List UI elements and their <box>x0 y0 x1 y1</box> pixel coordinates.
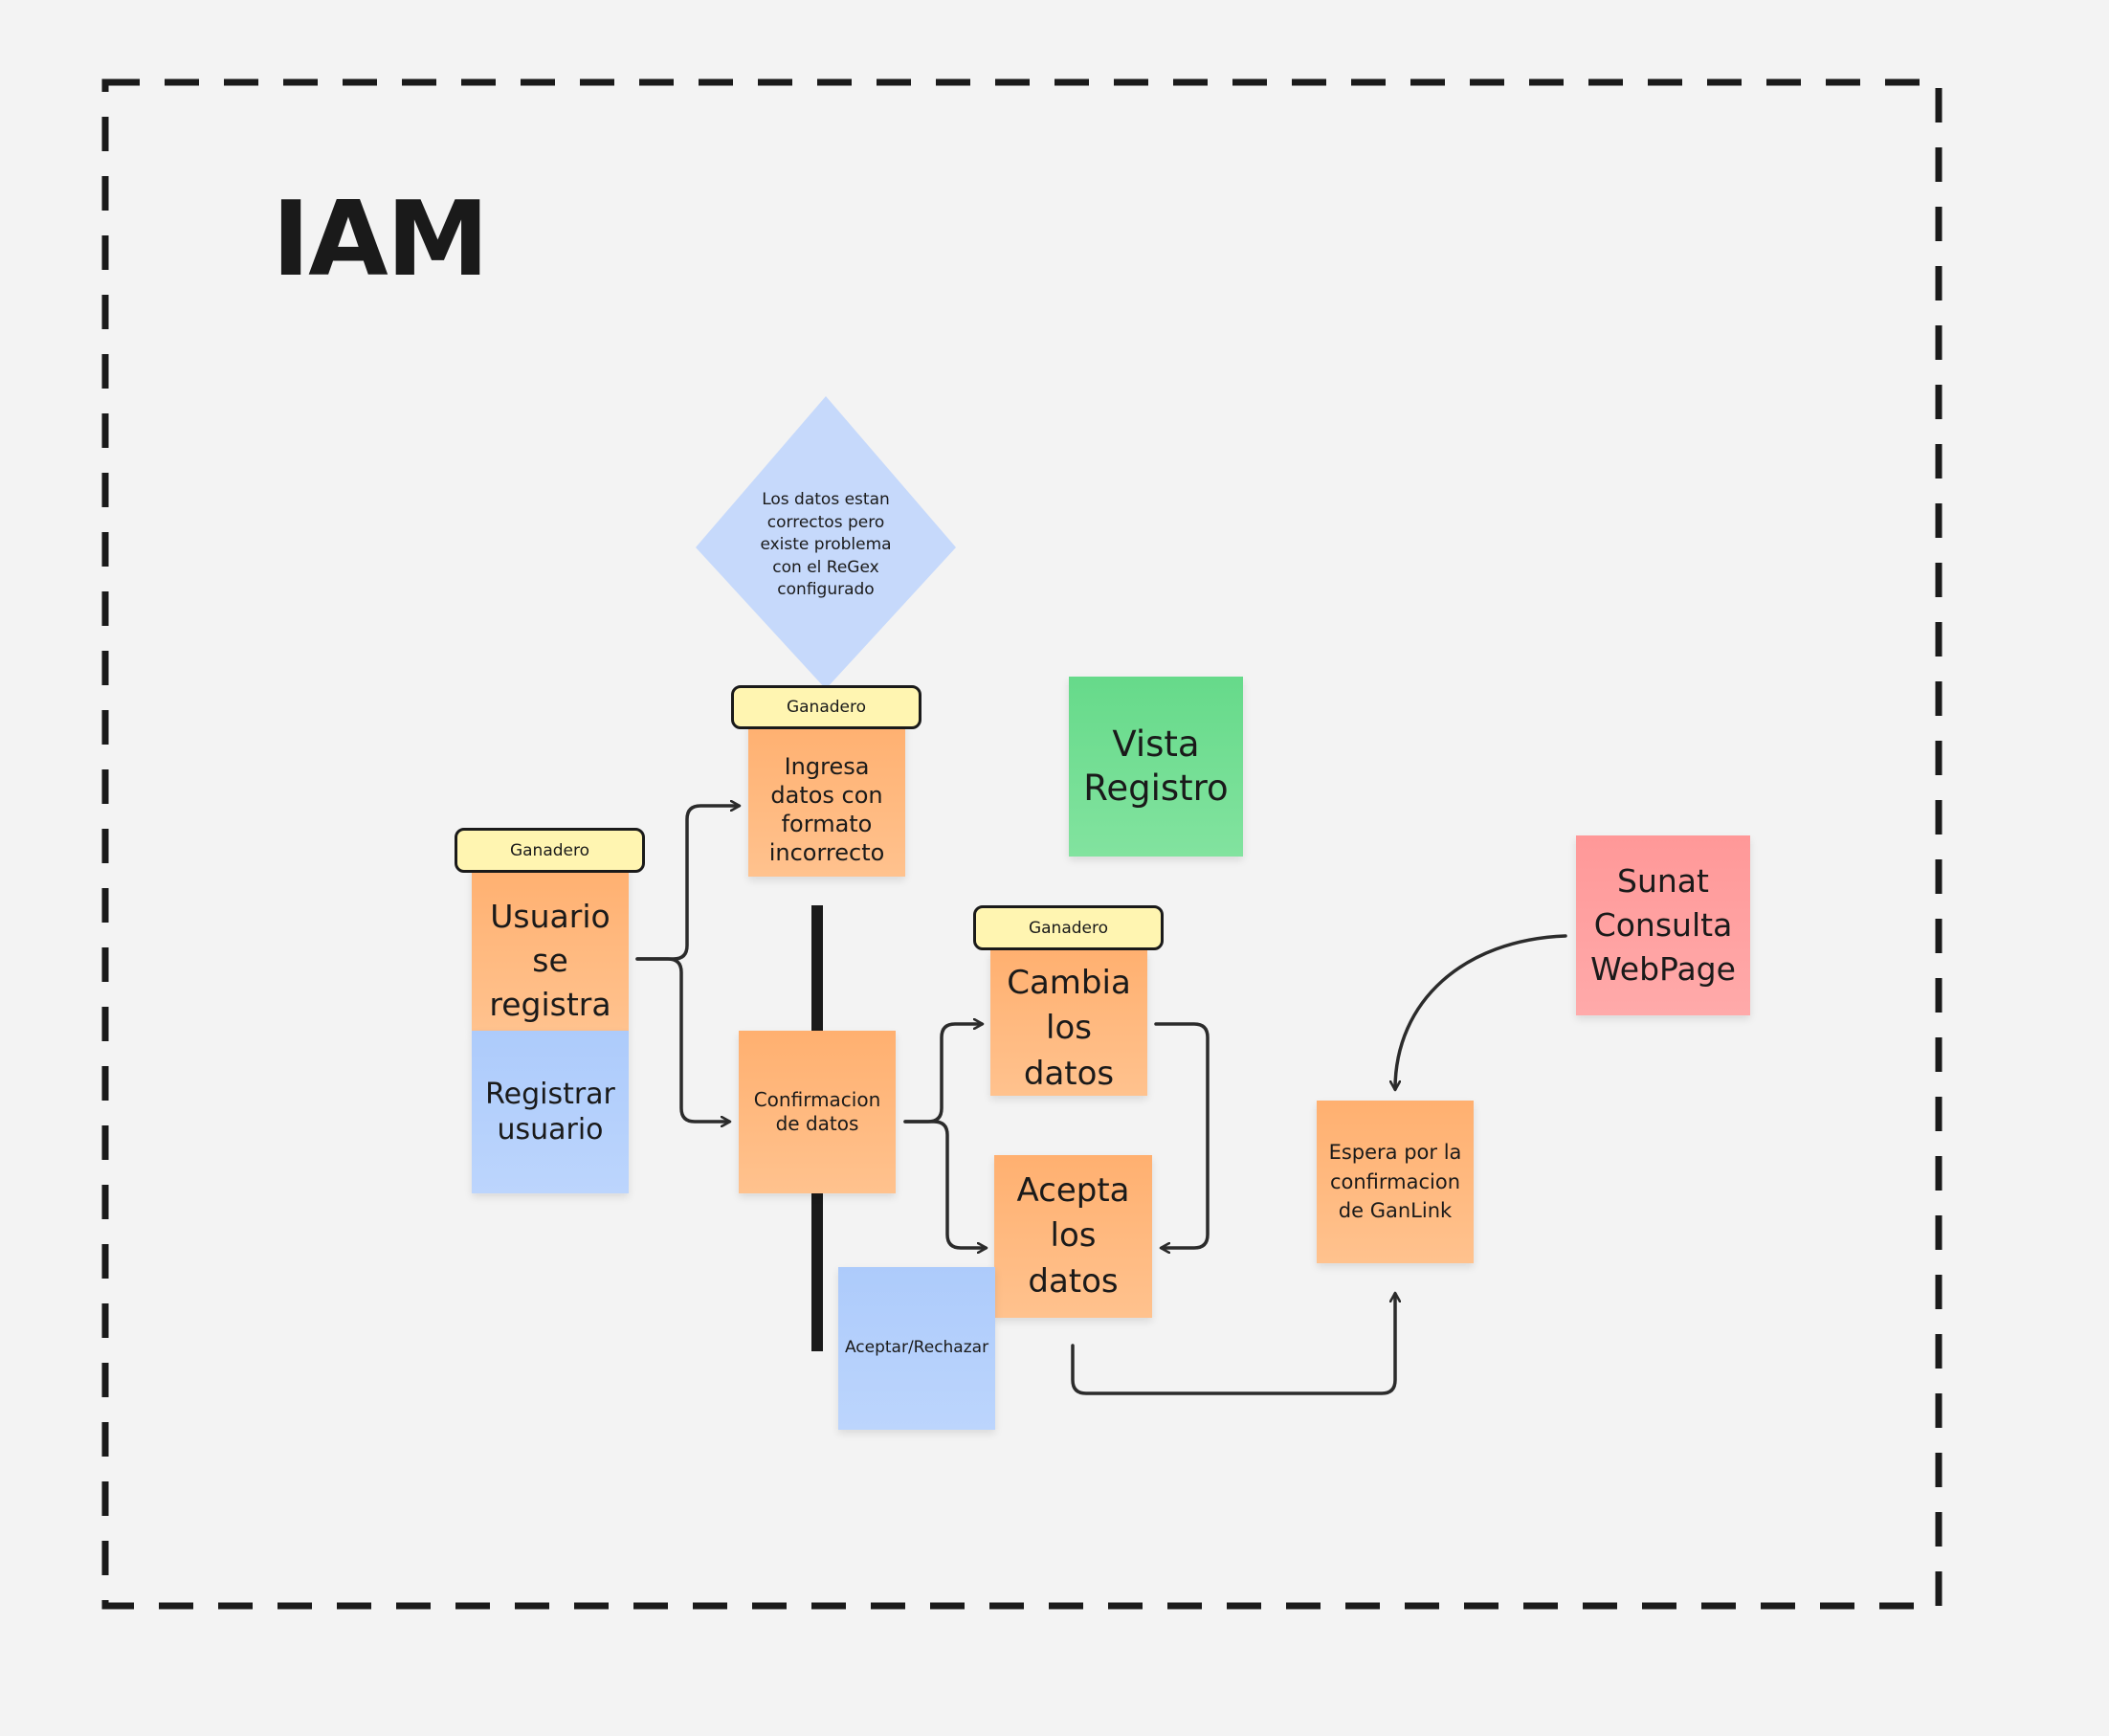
connector-usuario-ingresa <box>635 806 739 961</box>
connector-acepta-espera <box>1071 1294 1395 1395</box>
sticky-aceptar-rechazar[interactable]: Aceptar/Rechazar <box>838 1267 995 1430</box>
sticky-registrar-usuario[interactable]: Registrar usuario <box>472 1031 629 1193</box>
sticky-ingresa-datos[interactable]: Ingresa datos con formato incorrecto <box>748 722 905 877</box>
tag-ganadero-usuario[interactable]: Ganadero <box>455 828 645 873</box>
connector-usuario-confirmacion <box>635 957 729 1122</box>
frame-title: IAM <box>272 180 489 300</box>
sticky-vista-registro[interactable]: Vista Registro <box>1069 677 1243 857</box>
sticky-cambia-datos[interactable]: Cambia los datos <box>990 950 1147 1096</box>
sticky-confirmacion-datos[interactable]: Confirmacion de datos <box>739 1031 896 1193</box>
tag-ganadero-ingresa[interactable]: Ganadero <box>731 685 921 729</box>
diamond-label: Los datos estan correctos pero existe pr… <box>760 490 892 600</box>
connector-cambia-acepta <box>1154 1022 1210 1248</box>
connector-confirmacion-acepta <box>903 1120 986 1248</box>
connector-confirmacion-cambia <box>903 1024 982 1124</box>
sticky-usuario-registra[interactable]: Usuario se registra <box>472 866 629 1031</box>
sticky-espera-confirmacion[interactable]: Espera por la confirmacion de GanLink <box>1317 1101 1474 1263</box>
frame-border[interactable] <box>101 78 1942 1610</box>
sticky-acepta-datos[interactable]: Acepta los datos <box>994 1155 1152 1318</box>
decision-diamond[interactable] <box>696 396 956 689</box>
connector-sunat-espera <box>1395 934 1567 1089</box>
tag-ganadero-cambia[interactable]: Ganadero <box>973 905 1164 950</box>
sticky-sunat-consulta[interactable]: Sunat Consulta WebPage <box>1576 835 1750 1015</box>
